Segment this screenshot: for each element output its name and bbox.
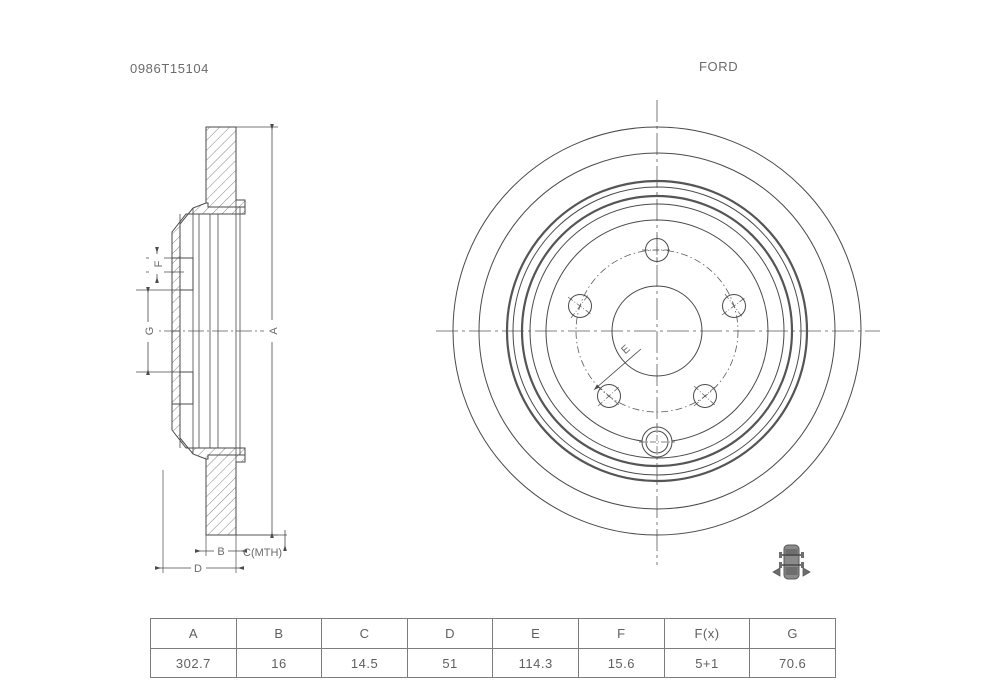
dimension-e: E [593,343,642,391]
dimension-f-label: F [153,260,165,267]
dimension-e-label: E [619,343,632,357]
bolt-hole [721,293,747,319]
bolt-hole [642,235,672,265]
spec-value-e: 114.3 [492,648,580,678]
spec-header-g: G [749,618,836,649]
disc-pad-sweep-outer [520,194,794,468]
spec-value-fx: 5+1 [663,648,751,678]
bolt-hole-group [567,235,747,408]
bolt-hole [693,384,717,408]
brand-name-label: FORD [699,59,739,74]
spec-value-g: 70.6 [749,648,836,678]
spec-table-header-row: A B C D E F F(x) G [150,618,836,649]
hub-bore [611,285,703,377]
disc-friction-ring-outer [478,152,836,510]
bolt-hole [597,384,621,408]
disc-face-view: E [436,100,880,565]
disc-outer-edge [452,126,862,536]
spec-header-b: B [235,618,323,649]
dimension-g: G [136,286,182,376]
part-number-label: 0986T15104 [130,61,210,76]
dimension-c: C(MTH) [236,530,287,559]
section-outer-flange-upper [205,126,246,208]
section-hub-wall-upper [171,257,181,332]
spec-header-c: C [321,618,408,649]
dimension-d-label: D [194,563,202,575]
spec-value-d: 51 [406,648,494,678]
cross-section-view: A G F [136,123,287,576]
bolt-hole [567,293,593,319]
dimension-f: F [146,246,184,284]
section-body-upper [171,126,246,332]
disc-friction-ring-inner [512,186,802,476]
spec-value-b: 16 [235,648,323,678]
spec-table-value-row: 302.7 16 14.5 51 114.3 15.6 5+1 70.6 [150,648,836,678]
spec-header-d: D [406,618,494,649]
section-mounting-recess-upper [179,257,194,291]
dimension-d: D [154,470,245,576]
extra-locating-hole [639,424,675,460]
spec-value-f: 15.6 [578,648,665,678]
dimension-b: B [194,535,248,559]
dimension-g-label: G [144,327,156,336]
spec-header-e: E [492,618,580,649]
dimension-b-label: B [217,546,224,558]
rear-axle-car-pictogram [772,544,811,580]
dimension-c-label: C(MTH) [243,547,282,559]
section-hub-shoulder-lower [171,403,246,460]
section-body-lower [171,330,246,536]
spec-value-c: 14.5 [321,648,408,678]
spec-value-a: 302.7 [150,648,237,678]
spec-header-fx: F(x) [663,618,751,649]
specification-table: A B C D E F F(x) G 302.7 16 14.5 51 114.… [150,618,836,678]
section-outer-flange-lower [205,454,246,536]
dimension-a: A [236,123,281,539]
spec-header-a: A [150,618,237,649]
section-hub-wall-lower [171,330,181,405]
disc-friction-band-edge [505,179,809,483]
section-mounting-recess-lower [179,371,194,405]
dimension-a-label: A [268,327,280,335]
spec-header-f: F [578,618,665,649]
section-hub-shoulder-upper [171,202,246,259]
